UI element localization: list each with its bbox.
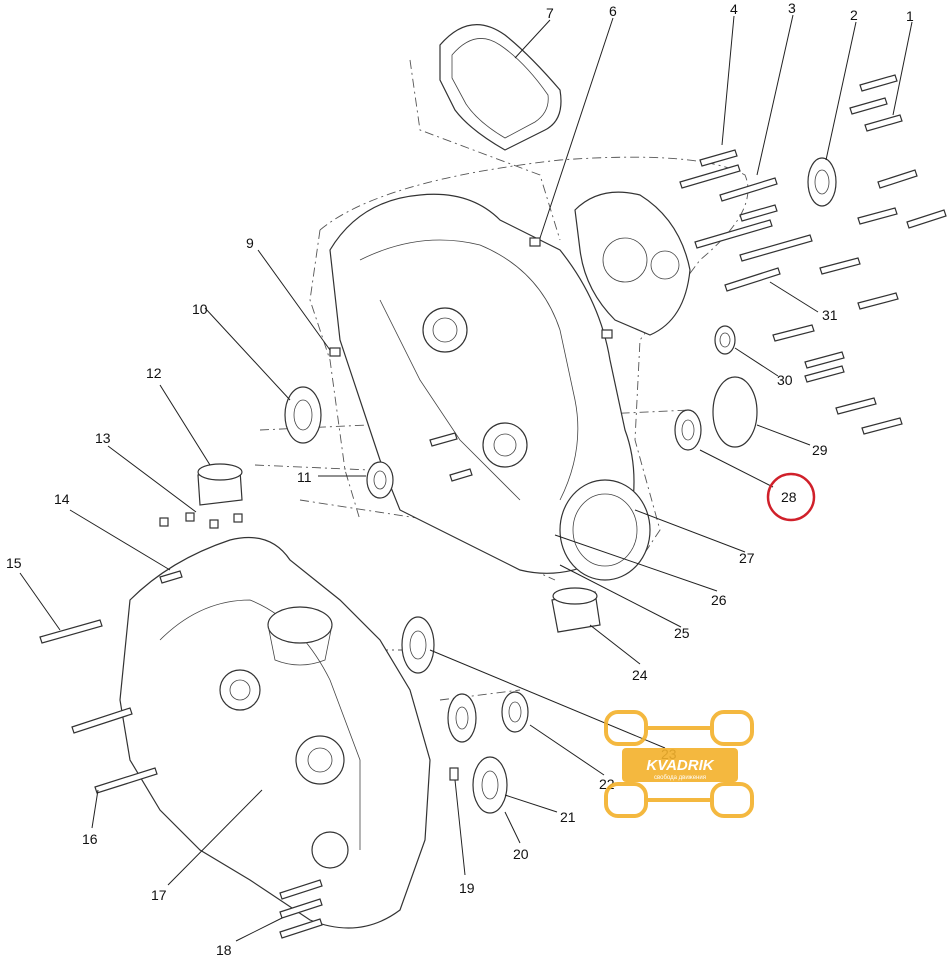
left-crankcase [119,536,431,929]
part-label-29: 29 [812,442,828,458]
gasket-part [439,24,562,151]
part-label-15: 15 [6,555,22,571]
part-label-9: 9 [246,235,254,251]
part-label-28: 28 [781,489,797,505]
part-label-25: 25 [674,625,690,641]
highlight-ring [766,472,816,522]
part-label-19: 19 [459,880,475,896]
part-label-2: 2 [850,7,858,23]
part-label-12: 12 [146,365,162,381]
part-label-16: 16 [82,831,98,847]
part-label-30: 30 [777,372,793,388]
cover-housing [574,191,691,336]
dowels [159,237,613,781]
part-label-4: 4 [730,1,738,17]
part-label-11: 11 [297,469,312,485]
part-label-7: 7 [546,5,554,21]
part-label-26: 26 [711,592,727,608]
part-label-10: 10 [192,301,208,317]
part-label-27: 27 [739,550,755,566]
part-label-14: 14 [54,491,70,507]
part-label-21: 21 [560,809,576,825]
right-crankcase [329,193,651,581]
watermark-tagline: свобода движения [654,775,706,781]
bearings [197,157,837,814]
part-label-13: 13 [95,430,111,446]
part-label-3: 3 [788,0,796,16]
watermark-logo: KVADRIK свобода движения [604,710,754,818]
part-label-31: 31 [822,307,838,323]
part-label-17: 17 [151,887,167,903]
part-label-20: 20 [513,846,529,862]
part-label-18: 18 [216,942,232,958]
part-label-6: 6 [609,3,617,19]
leader-lines [19,14,913,942]
part-labels: 1 2 3 4 6 7 9 10 11 12 13 14 15 16 17 18… [6,0,914,958]
bolts [39,74,947,939]
part-label-1: 1 [906,8,914,24]
part-label-24: 24 [632,667,648,683]
watermark-brand: KVADRIK [646,757,714,774]
